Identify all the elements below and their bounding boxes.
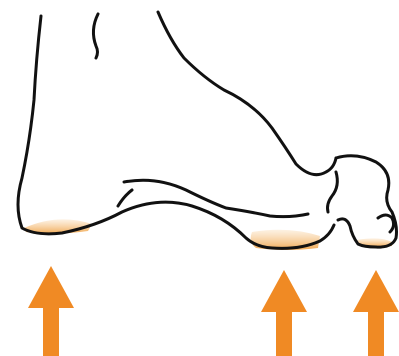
foot-outline xyxy=(18,12,397,248)
toe-arrow-icon xyxy=(353,270,399,356)
toe-knuckle-line xyxy=(328,172,338,212)
ball-arrow-icon xyxy=(261,270,307,356)
sole-inner-line xyxy=(118,190,132,206)
heel-arrow-icon xyxy=(28,266,74,356)
toenail-line xyxy=(378,215,394,232)
instep-line xyxy=(158,12,336,175)
pressure-arrows xyxy=(28,266,399,356)
ankle-curve xyxy=(93,14,98,58)
big-toe-line xyxy=(336,156,397,247)
arch-crease-line xyxy=(124,180,308,216)
leg-heel-sole-line xyxy=(18,16,334,248)
